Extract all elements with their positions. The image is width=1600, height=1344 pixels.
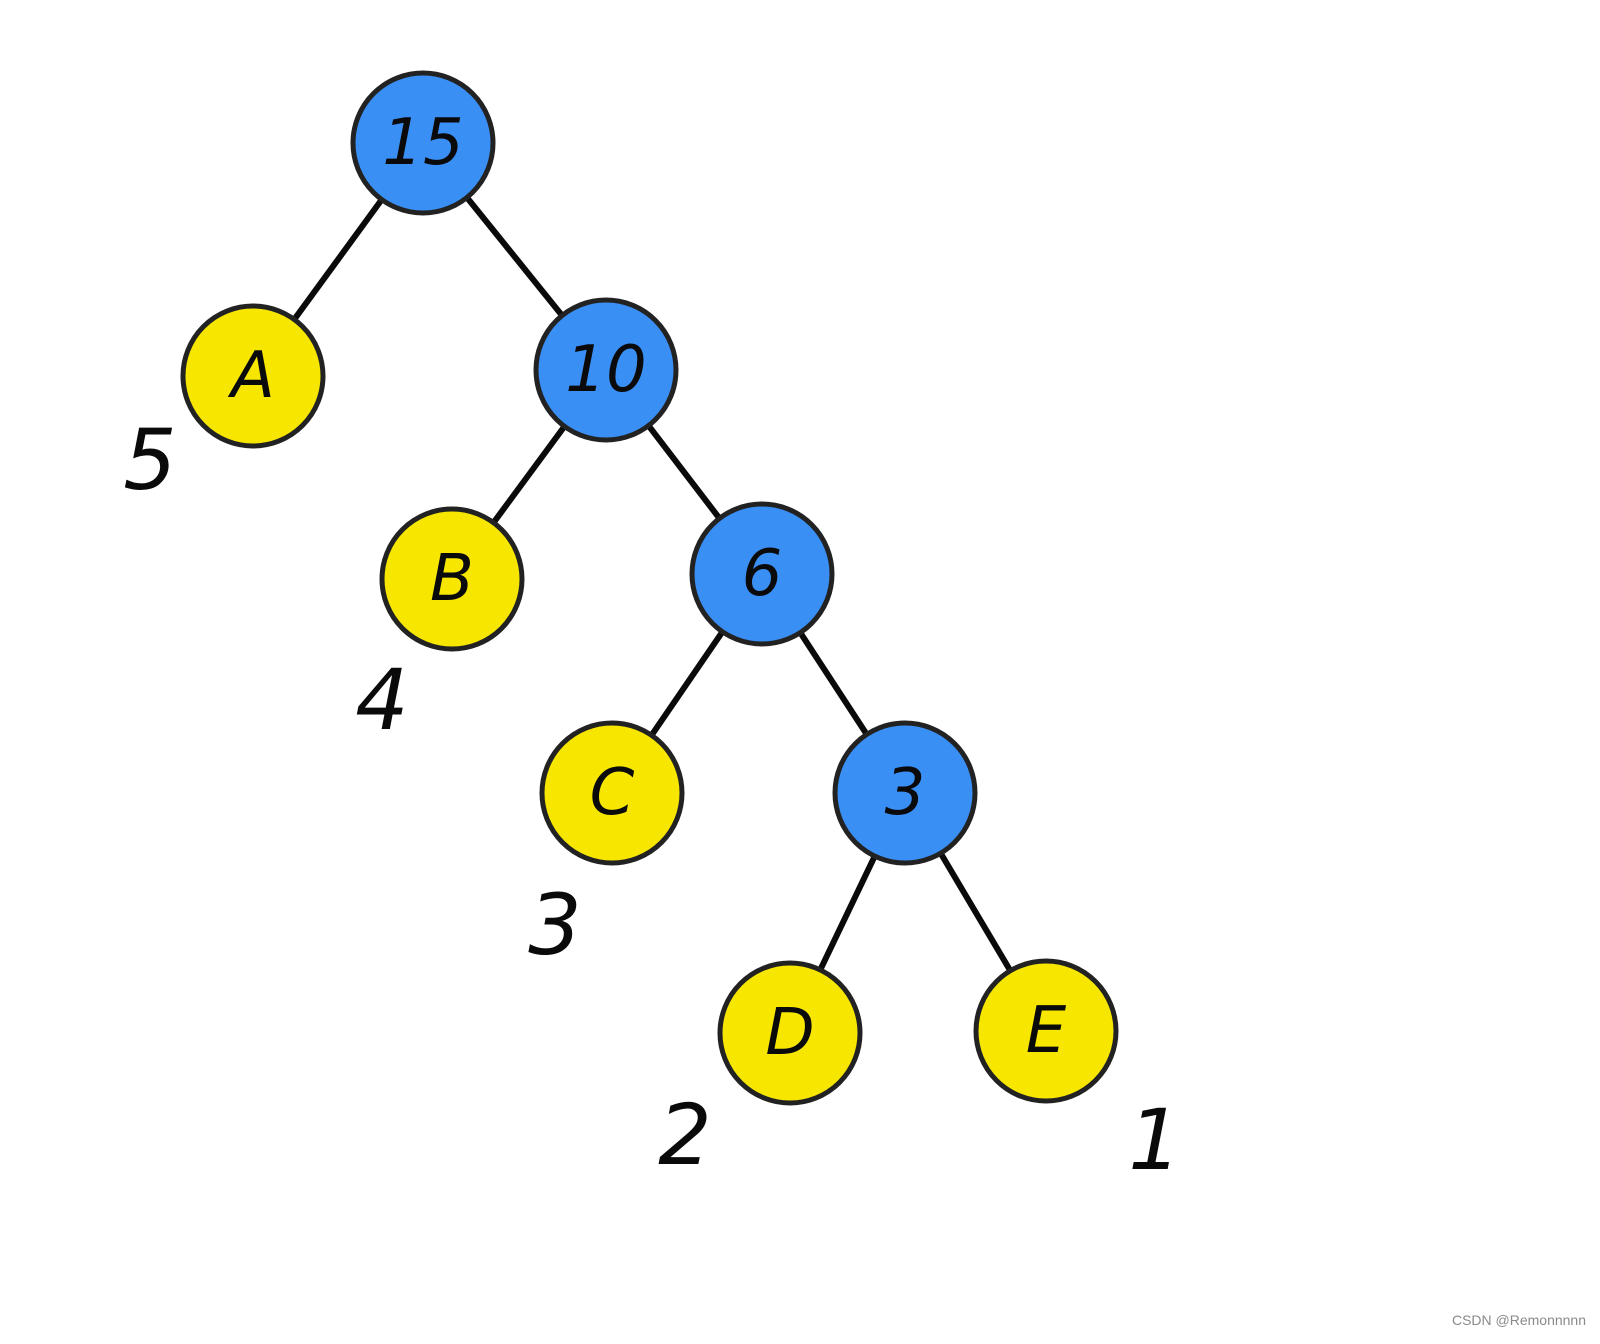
node-label-D: D [765, 996, 814, 1070]
node-label-E: E [1026, 994, 1067, 1068]
weight-label-D: 2 [658, 1086, 711, 1184]
node-label-n10: 10 [565, 333, 646, 407]
node-circle-B [379, 506, 525, 652]
node-circle-E [973, 958, 1119, 1104]
leaf-weights: 5 4 3 2 1 [123, 411, 1181, 1189]
node-circle-C [539, 720, 685, 866]
node-circle-D [717, 960, 863, 1106]
node-circle-n10 [533, 297, 679, 443]
node-circle-n6 [689, 501, 835, 647]
node-circle-n15 [350, 70, 496, 216]
watermark: CSDN @Remonnnnn [1451, 1312, 1586, 1328]
node-label-A: A [227, 339, 275, 413]
tree-node-n3: 3 [832, 720, 978, 866]
tree-node-B: B [379, 506, 525, 652]
tree-node-D: D [717, 960, 863, 1106]
tree-node-A: A [180, 303, 326, 449]
weight-label-E: 1 [1128, 1091, 1181, 1189]
weight-label-B: 4 [355, 651, 408, 749]
node-label-B: B [430, 542, 474, 616]
node-label-n15: 15 [382, 106, 463, 180]
edges [250, 140, 1049, 1036]
tree-node-E: E [973, 958, 1119, 1104]
weight-label-C: 3 [528, 876, 581, 974]
tree-node-n6: 6 [689, 501, 835, 647]
node-label-n3: 3 [885, 756, 926, 830]
tree-node-C: C [539, 720, 685, 866]
node-label-C: C [590, 756, 635, 830]
weight-label-A: 5 [123, 411, 176, 509]
node-circle-n3 [832, 720, 978, 866]
tree-node-n10: 10 [533, 297, 679, 443]
node-label-n6: 6 [742, 537, 783, 611]
tree-node-n15: 15 [350, 70, 496, 216]
node-circle-A [180, 303, 326, 449]
